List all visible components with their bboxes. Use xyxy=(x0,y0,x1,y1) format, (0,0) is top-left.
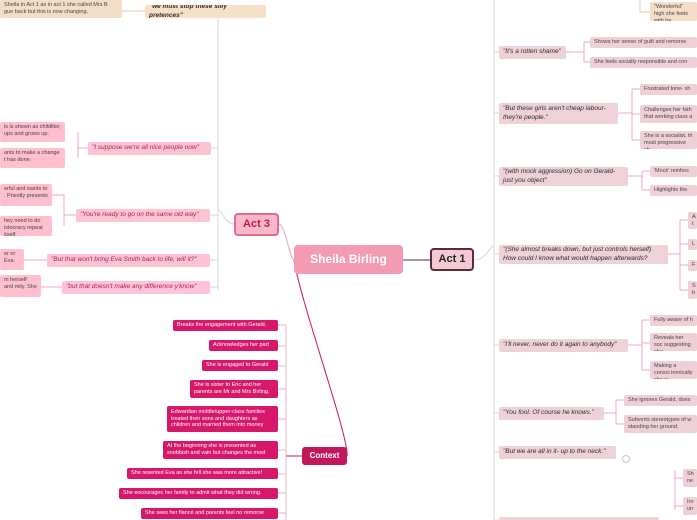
point-childlike[interactable]: is is shown as childlike; ups and grows … xyxy=(0,122,65,142)
central-topic[interactable]: Sheila Birling xyxy=(294,245,403,274)
point-act1-a[interactable]: A t xyxy=(688,212,697,229)
point-act3-pretences[interactable]: Sheila in Act 1 as in act 1 she called M… xyxy=(0,0,122,18)
point-socially-responsible[interactable]: She feels socially responsible and con xyxy=(590,57,697,68)
quote-cheap-labour[interactable]: "But these girls aren't cheap labour- th… xyxy=(499,103,618,124)
quote-you-fool[interactable]: "You fool. Of course he knows." xyxy=(499,407,604,420)
context-snobbish[interactable]: At the beginning she is presented as sno… xyxy=(163,441,278,459)
point-act1-l[interactable]: L xyxy=(688,239,697,250)
point-reveals-social[interactable]: Reveals her soc suggesting she xyxy=(650,333,697,351)
context-engaged[interactable]: She is engaged to Gerald xyxy=(202,360,278,371)
context-no-remorse[interactable]: She sees her fiancé and parents feel no … xyxy=(141,508,278,519)
point-ignores-gerald[interactable]: She ignores Gerald, does xyxy=(624,395,697,406)
point-conscious-decision[interactable]: Making a consci ironically she w xyxy=(650,361,697,379)
quote-mock-aggression[interactable]: "(with mock aggression) Go on Gerald- ju… xyxy=(499,167,628,186)
quote-almost-breaks-down[interactable]: "(She almost breaks down, but just contr… xyxy=(499,245,668,264)
point-frustrated-tone[interactable]: Frustrated tone- sh xyxy=(640,84,697,95)
point-make-change[interactable]: ants to make a change t has done. xyxy=(0,148,65,168)
point-fully-aware[interactable]: Fully aware of h xyxy=(650,315,697,326)
point-wonderful[interactable]: "Wonderful" high she feels with he xyxy=(650,2,697,21)
point-act1-bottom-1[interactable]: Sh ne xyxy=(683,469,697,487)
quote-all-in-it[interactable]: "But we are all in it- up to the neck." xyxy=(499,446,616,459)
point-mock-reinforces[interactable]: 'Mock' reinforc xyxy=(650,166,697,177)
expand-toggle-icon[interactable] xyxy=(622,455,630,463)
point-aristocracy[interactable]: hey need to do istocracy repeat itself. xyxy=(0,216,52,236)
context-sister[interactable]: She is sister to Eric and her parents ar… xyxy=(190,380,278,398)
branch-act-1[interactable]: Act 1 xyxy=(430,248,474,271)
quote-never-again[interactable]: "I'll never, never do it again to anybod… xyxy=(499,339,628,352)
branch-act-3[interactable]: Act 3 xyxy=(234,213,279,236)
quote-all-nice-people[interactable]: "I suppose we're all nice people now" xyxy=(88,142,211,155)
point-socialist[interactable]: She is a socialist, th most progressive … xyxy=(640,131,697,149)
context-resented-eva[interactable]: She resented Eva as she fell she was mor… xyxy=(127,468,278,479)
point-subverts-stereotypes[interactable]: Subverts stereotypes of w standing her g… xyxy=(624,415,697,433)
context-edwardian[interactable]: Edwardian middle/upper-class families tr… xyxy=(167,406,278,432)
context-admit-wrong[interactable]: She encourages her family to admit what … xyxy=(119,488,278,499)
quote-partial-bottom[interactable] xyxy=(499,517,659,520)
quote-no-difference[interactable]: "but that doesn't make any difference y'… xyxy=(62,281,210,294)
quote-same-old-way[interactable]: "You're ready to go on the same old way" xyxy=(76,209,210,222)
point-for-eva[interactable]: er or Eva. xyxy=(0,249,24,270)
context-breaks-engagement[interactable]: Breaks the engagement with Gerald. xyxy=(173,320,278,331)
quote-stop-silly-pretences[interactable]: "we must stop these silly pretences" xyxy=(145,5,266,18)
quote-eva-smith-back[interactable]: "But that won't bring Eva Smith back to … xyxy=(47,254,210,267)
point-act1-f[interactable]: F xyxy=(688,260,697,271)
point-guilt-remorse[interactable]: Shows her sense of guilt and remorse xyxy=(590,37,697,48)
point-powerful[interactable]: erful and wants to . Priestly presents xyxy=(0,184,52,206)
quote-rotten-shame[interactable]: "It's a rotten shame" xyxy=(499,46,566,59)
point-challenges-father[interactable]: Challenges her fath that working class a xyxy=(640,105,697,123)
point-act1-s[interactable]: S b xyxy=(688,281,697,299)
context-acknowledges[interactable]: Acknowledges her part xyxy=(209,340,278,351)
branch-context[interactable]: Context xyxy=(302,447,347,465)
point-act1-bottom-2[interactable]: Iro un xyxy=(683,497,697,515)
point-highlights[interactable]: Highlights the xyxy=(650,185,697,196)
point-herself-family[interactable]: m herself and mily. She xyxy=(0,275,41,297)
